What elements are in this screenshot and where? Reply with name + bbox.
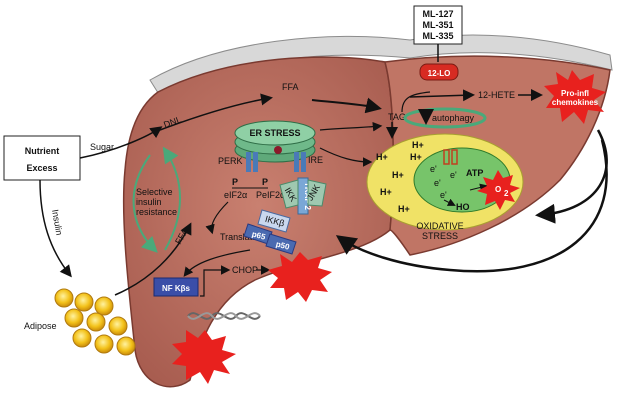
perk-receptor-icon [246,152,251,172]
green-arc-2 [162,146,181,251]
tag-label: TAG [388,112,406,122]
h-plus-6: H+ [410,152,422,162]
eif2a-label: eIF2α [224,190,247,200]
arrow-to-o2 [469,183,488,192]
h-plus-2: H+ [392,170,404,180]
translation-label: Translation [220,232,264,242]
selective-line-3: resistance [136,207,177,217]
o2-label: O [495,185,501,194]
nfkb-box [153,277,199,297]
chemokines-burst [544,70,606,124]
dna-helix-icon-2 [187,312,261,320]
ffa-top-label: FFA [282,82,299,92]
peif2a-label: PeIF2α [256,190,285,200]
etc-complex-icon [443,149,450,165]
perk-receptor-icon-2 [253,152,258,172]
feedback-arrow-2 [335,139,608,273]
p-label-1: P [232,177,238,187]
nfkb-label: NF Kβs [162,284,191,293]
etc-complex-icon-2 [451,149,458,165]
nlrp3-burst [268,252,332,302]
electron-2: e' [434,178,441,188]
ikkb-box [257,209,291,233]
perk-label: PERK [218,156,243,166]
oxidative-line-2: STRESS [422,231,458,241]
enzyme-badge [419,63,459,81]
h-plus-3: H+ [380,187,392,197]
drug-label-2: ML-351 [422,20,453,30]
green-arc-1 [132,154,158,253]
arrow-er-mito [319,147,373,167]
arrow-lo-to-hete [409,89,475,102]
adipose-label: Adipose [24,321,57,331]
autophagy-ring [403,107,487,129]
insulin-label: Insulin [50,209,64,236]
h-plus-5: H+ [412,140,424,150]
autophagy-label: autophagy [432,113,475,123]
jnk-wedge [307,179,327,207]
arrow-dnl-ffa [159,93,273,131]
arrow-tag-up [401,91,431,113]
p-label-2: P [262,177,268,187]
arrow-er-tag [319,121,383,132]
electron-4: e' [440,190,447,200]
electron-3: e' [450,170,457,180]
p65-label: p65 [251,229,267,241]
drug-box [413,5,463,45]
arrow-translation [205,201,229,235]
product-label: 12-HETE [478,90,515,100]
er-stress-label: ER STRESS [249,128,300,138]
arrow-adipose-ffa [114,222,192,296]
nutrient-line-2: Excess [26,163,57,173]
selective-line-2: insulin [136,197,162,207]
chemokines-line-2: chemokines [552,98,599,107]
arrow-to-nfkb [183,249,251,277]
electron-1: e' [430,164,437,174]
sugar-label: Sugar [90,142,114,152]
drug-label-3: ML-335 [422,31,453,41]
chop-label: CHOP [232,265,258,275]
p50-box [265,233,297,255]
nutrient-line-1: Nutrient [25,146,60,156]
proinfl-genes-burst [172,330,236,384]
ire-receptor-icon-2 [301,152,306,172]
ikk-wedge [279,179,299,209]
h-plus-1: H+ [376,152,388,162]
drug-label-1: ML-127 [422,9,453,19]
ire-label: IRE [308,155,323,165]
o2-burst [477,170,520,210]
selective-line-1: Selective [136,187,173,197]
p50-label: p50 [275,239,291,251]
ho-label: HO [456,202,470,212]
atp-label: ATP [466,168,483,178]
arrow-sugar [79,126,163,159]
ire-receptor-icon [294,152,299,172]
o2-sub-label: 2 [504,189,509,198]
h-plus-4: H+ [398,204,410,214]
oxidative-line-1: OXIDATIVE [416,221,463,231]
enzyme-label: 12-LO [428,69,451,78]
er-misfold-icon [274,146,282,154]
arrow-ffa-tag [311,97,382,114]
chop-promoter-arrow [200,265,231,297]
nutrient-excess-box [3,135,81,181]
ikkb-label: IKKβ [264,214,286,229]
arrow-insulin [39,179,72,278]
adipose-cluster [54,288,136,356]
arrow-to-ho [443,198,456,206]
chemokines-line-1: Pro-infl [561,89,589,98]
er-stress-top [234,120,316,146]
